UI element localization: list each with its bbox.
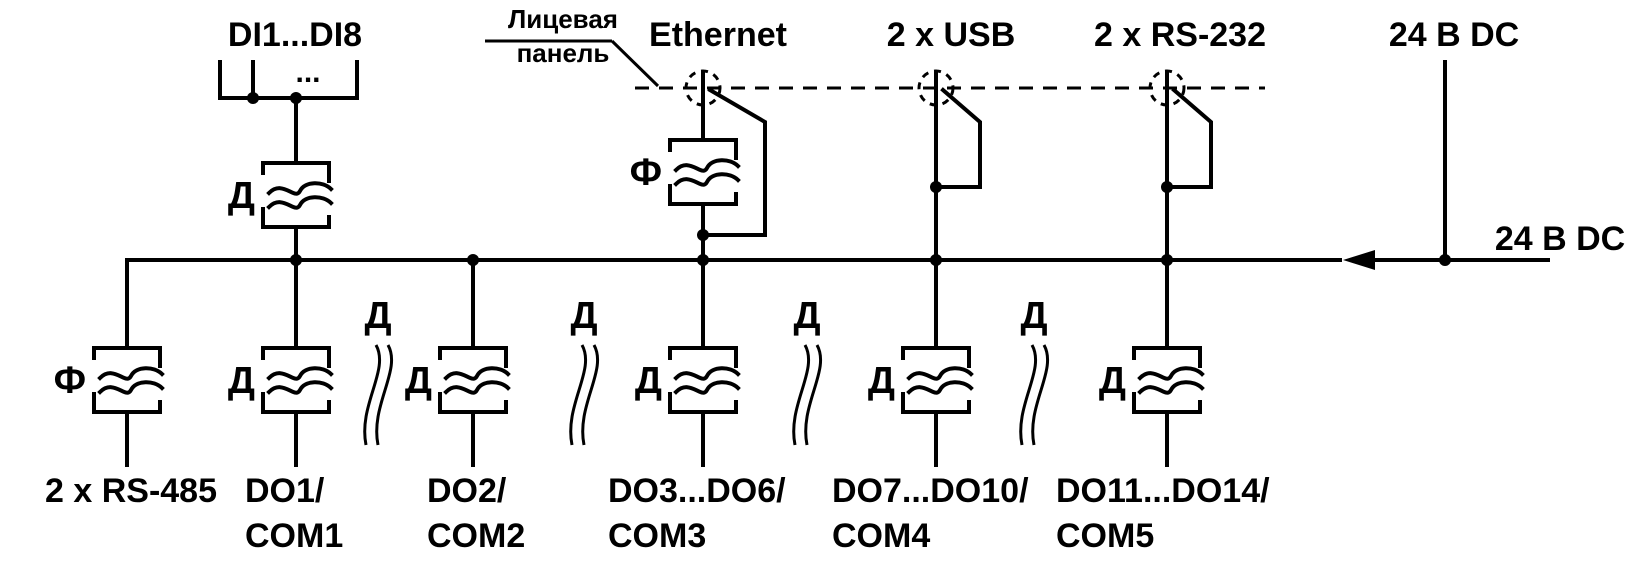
do11-label-line2: COM5 <box>1056 517 1154 555</box>
power-top-label: 24 В DC <box>1389 16 1519 54</box>
isolation-barrier-2-label: Д <box>570 295 597 337</box>
power-right-label: 24 В DC <box>1495 220 1625 258</box>
filter-do7: Д <box>868 346 974 414</box>
filter-do11-box <box>1132 346 1202 414</box>
isolation-barrier-4-line-2 <box>1031 344 1050 446</box>
filter-do11-label: Д <box>1099 360 1126 402</box>
isolation-barrier-2: Д <box>569 295 600 446</box>
usb-connector-icon <box>917 69 955 107</box>
isolation-barrier-4-line-1 <box>1019 344 1038 446</box>
usb-label: 2 x USB <box>887 16 1016 54</box>
do1-label-line1: DO1/ <box>245 472 325 510</box>
di-branch <box>218 60 359 266</box>
rs232-connector-icon <box>1148 69 1186 107</box>
filter-do2-box <box>438 346 508 414</box>
filter-do2: Д <box>405 346 511 414</box>
filter-do3-label: Д <box>635 360 662 402</box>
front-panel-label-line2: панель <box>517 38 610 68</box>
filter-ethernet-box <box>668 138 738 206</box>
filter-rs485-wave-1 <box>97 366 165 381</box>
filter-di-wave-1 <box>266 181 334 196</box>
filter-do1-label: Д <box>228 360 255 402</box>
filter-do7-wave-1 <box>906 366 974 381</box>
filter-do2-label: Д <box>405 360 432 402</box>
filter-do1: Д <box>228 346 334 414</box>
do7-label-line2: COM4 <box>832 517 930 555</box>
filter-di-box <box>261 161 331 229</box>
ethernet-branch <box>697 86 767 467</box>
isolation-barrier-1-line-1 <box>363 344 382 446</box>
filter-do11: Д <box>1099 346 1205 414</box>
filter-do1-wave-1 <box>266 366 334 381</box>
filter-ethernet: Ф <box>630 138 741 206</box>
filter-do2-wave-1 <box>443 366 511 381</box>
ethernet-connector-icon <box>684 69 722 107</box>
filter-rs485-box <box>92 346 162 414</box>
rs485-label: 2 x RS-485 <box>45 472 217 510</box>
isolation-barrier-1-line-2 <box>375 344 394 446</box>
isolation-barrier-4: Д <box>1019 295 1050 446</box>
filter-ethernet-wave-1 <box>673 158 741 173</box>
do2-label-line2: COM2 <box>427 517 525 555</box>
isolation-barrier-1-label: Д <box>364 295 391 337</box>
filter-do3-wave-1 <box>673 366 741 381</box>
do7-label-line1: DO7...DO10/ <box>832 472 1029 510</box>
isolation-barrier-2-line-2 <box>581 344 600 446</box>
filter-ethernet-label: Ф <box>630 152 662 194</box>
isolation-barrier-3-line-1 <box>792 344 811 446</box>
filter-do11-wave-1 <box>1137 366 1205 381</box>
front-panel-leader <box>610 39 660 88</box>
filter-rs485: Ф <box>54 346 165 414</box>
filter-do11-wave-2 <box>1137 380 1205 395</box>
filter-do1-box <box>261 346 331 414</box>
isolation-barrier-1: Д <box>363 295 394 446</box>
do2-branch <box>467 254 479 467</box>
filter-do3-wave-2 <box>673 380 741 395</box>
filter-di-label: Д <box>228 175 255 217</box>
filter-do3-box <box>668 346 738 414</box>
power-junction <box>1439 254 1451 266</box>
di-dots-label: ... <box>295 56 320 89</box>
rs232-branch <box>1161 86 1213 467</box>
do2-label-line1: DO2/ <box>427 472 507 510</box>
filter-di-wave-2 <box>266 195 334 210</box>
rs232-label: 2 x RS-232 <box>1094 16 1266 54</box>
do3-label-line1: DO3...DO6/ <box>608 472 786 510</box>
filter-rs485-wave-2 <box>97 380 165 395</box>
isolation-barrier-3: Д <box>792 295 823 446</box>
filter-rs485-label: Ф <box>54 360 86 402</box>
filter-do1-wave-2 <box>266 380 334 395</box>
filter-ethernet-wave-2 <box>673 172 741 187</box>
ethernet-label: Ethernet <box>649 16 787 54</box>
di-label: DI1...DI8 <box>228 16 362 54</box>
do1-label-line2: COM1 <box>245 517 343 555</box>
isolation-barrier-3-label: Д <box>793 295 820 337</box>
filter-do7-box <box>901 346 971 414</box>
usb-branch <box>930 86 982 467</box>
filter-do7-wave-2 <box>906 380 974 395</box>
power-input-arrow <box>1343 250 1375 270</box>
do11-label-line1: DO11...DO14/ <box>1056 472 1270 510</box>
filter-do2-wave-2 <box>443 380 511 395</box>
filter-do3: Д <box>635 346 741 414</box>
do3-label-line2: COM3 <box>608 517 706 555</box>
filter-do7-label: Д <box>868 360 895 402</box>
filter-di: Д <box>228 161 334 229</box>
front-panel-label-line1: Лицевая <box>508 4 618 34</box>
isolation-barrier-4-label: Д <box>1020 295 1047 337</box>
isolation-barrier-2-line-1 <box>569 344 588 446</box>
isolation-barrier-3-line-2 <box>804 344 823 446</box>
